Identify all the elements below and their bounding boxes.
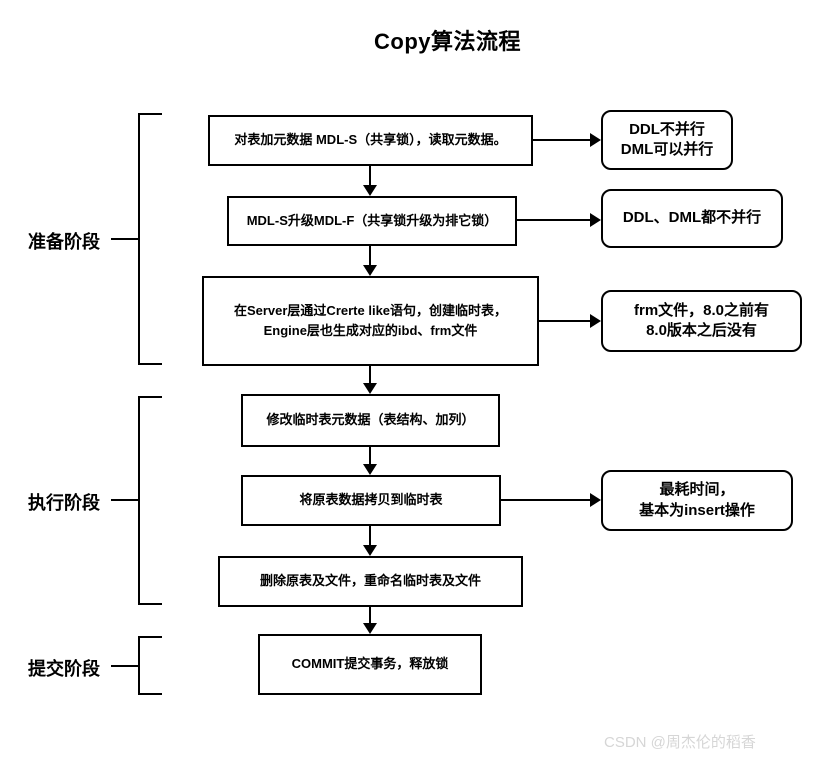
arrow-down-icon (363, 447, 377, 475)
note-box-most-time: 最耗时间， 基本为insert操作 (601, 470, 793, 531)
note-box-ddl-dml-parallel: DDL不并行 DML可以并行 (601, 110, 733, 170)
phase-connector-commit (111, 665, 138, 667)
arrow-down-icon (363, 366, 377, 394)
arrow-down-icon (363, 526, 377, 556)
step-box-acquire-mdl-s: 对表加元数据 MDL-S（共享锁），读取元数据。 (208, 115, 533, 166)
diagram-title: Copy算法流程 (374, 29, 522, 54)
note-box-frm-file: frm文件，8.0之前有 8.0版本之后没有 (601, 290, 802, 352)
phase-connector-prepare (111, 238, 138, 240)
step-box-upgrade-mdl-f: MDL-S升级MDL-F（共享锁升级为排它锁） (227, 196, 517, 246)
note-box-no-parallel: DDL、DML都不并行 (601, 189, 783, 248)
arrow-right-icon (539, 314, 601, 328)
arrow-right-icon (533, 133, 601, 147)
step-box-copy-data: 将原表数据拷贝到临时表 (241, 475, 501, 526)
phase-label-prepare: 准备阶段 (28, 232, 100, 252)
step-box-commit: COMMIT提交事务，释放锁 (258, 634, 482, 695)
step-box-drop-rename: 删除原表及文件，重命名临时表及文件 (218, 556, 523, 607)
step-box-create-temp-table: 在Server层通过Crerte like语句，创建临时表， Engine层也生… (202, 276, 539, 366)
arrow-down-icon (363, 246, 377, 276)
phase-connector-execute (111, 499, 138, 501)
phase-bracket-prepare (138, 113, 162, 365)
phase-label-execute: 执行阶段 (28, 493, 100, 513)
phase-bracket-commit (138, 636, 162, 695)
step-box-modify-temp-metadata: 修改临时表元数据（表结构、加列） (241, 394, 500, 447)
phase-bracket-execute (138, 396, 162, 605)
arrow-right-icon (501, 493, 601, 507)
phase-label-commit: 提交阶段 (28, 659, 100, 679)
arrow-down-icon (363, 166, 377, 196)
csdn-watermark: CSDN @周杰伦的稻香 (604, 734, 756, 751)
arrow-down-icon (363, 607, 377, 634)
arrow-right-icon (517, 213, 601, 227)
